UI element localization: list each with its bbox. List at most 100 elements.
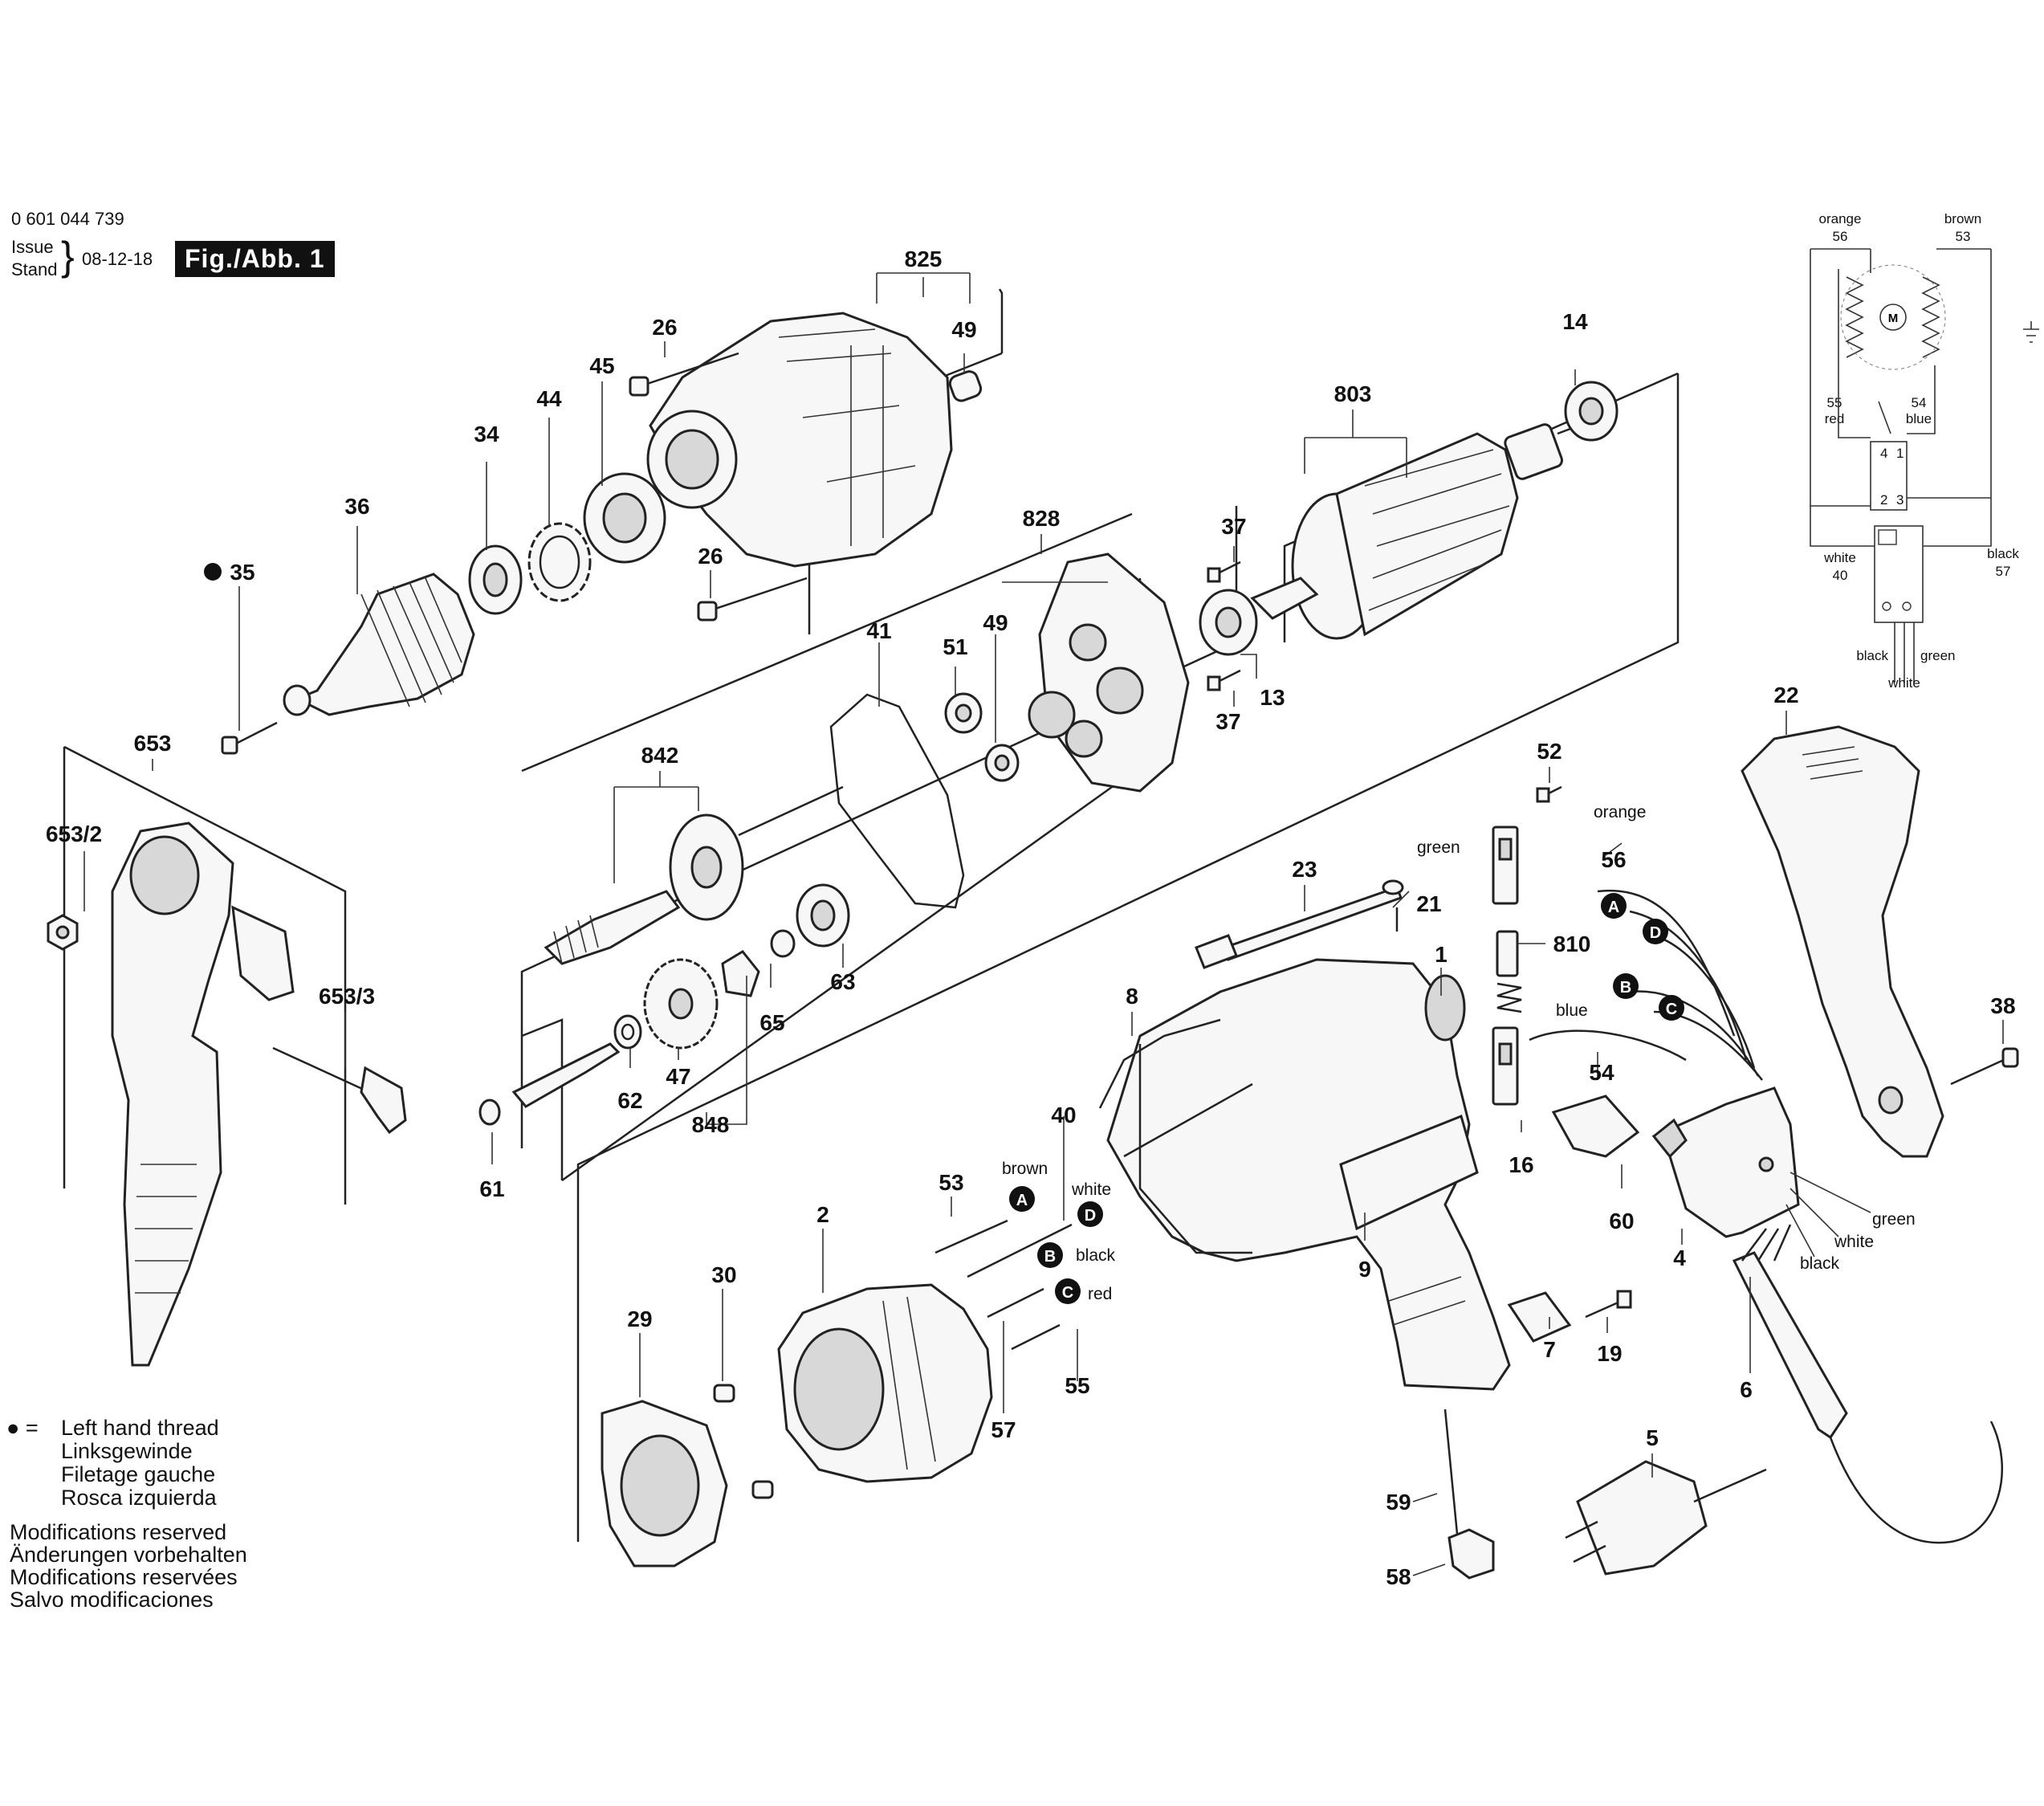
label-828: 828 (1023, 506, 1061, 531)
label-59: 59 (1386, 1490, 1411, 1515)
pin-30-a (713, 1384, 735, 1403)
connector-markers: A D B C A D B C (1009, 893, 1684, 1304)
pinion-shaft (511, 1042, 621, 1108)
label-58: 58 (1386, 1564, 1411, 1589)
power-cord (1829, 1421, 2003, 1544)
schem-56: 56 (1833, 229, 1848, 244)
label-842: 842 (641, 743, 679, 768)
spindle-842 (544, 785, 844, 965)
screw-35 (204, 563, 278, 755)
wire-label-white: white (1071, 1180, 1111, 1199)
svg-text:D: D (1085, 1207, 1096, 1225)
schem-bottom-green: green (1920, 648, 1955, 663)
screw-52 (1536, 785, 1562, 803)
connector-c-switch: C (1659, 995, 1684, 1021)
wire-label-orange: orange (1594, 803, 1646, 821)
motor-housing-1 (1106, 958, 1511, 1391)
schem-black: black (1987, 546, 2019, 561)
screw-37-a (1207, 561, 1241, 583)
label-49-top: 49 (951, 317, 976, 342)
wire-label-red: red (1088, 1285, 1112, 1303)
label-13: 13 (1260, 685, 1285, 710)
washer-65 (770, 929, 796, 958)
header-brace: } (61, 234, 75, 279)
lock-plate (721, 950, 760, 997)
schem-t4: 4 (1880, 446, 1887, 461)
schem-54: 54 (1912, 395, 1927, 410)
label-56: 56 (1601, 847, 1626, 872)
legend-left-hand-thread: Left hand thread Linksgewinde Filetage g… (61, 1416, 219, 1510)
label-41: 41 (866, 618, 891, 643)
bearing-45 (583, 472, 666, 564)
baffle-ring-29 (601, 1400, 728, 1568)
bearing-13 (1199, 589, 1258, 656)
schem-blue: blue (1906, 411, 1932, 426)
switch-wiring (1529, 889, 1792, 1262)
plug-5 (1565, 1460, 1767, 1576)
legend-symbol: ● = (6, 1416, 39, 1440)
label-810: 810 (1553, 932, 1591, 956)
retaining-ring-44 (527, 522, 592, 602)
label-22: 22 (1773, 683, 1798, 707)
wire-label-black-switch: black (1800, 1254, 1840, 1273)
label-848: 848 (692, 1112, 730, 1137)
connector-b-switch: B (1613, 973, 1639, 999)
label-26-top: 26 (652, 315, 677, 340)
svg-text:C: C (1062, 1284, 1073, 1302)
schem-57: 57 (1996, 564, 2011, 579)
label-34: 34 (474, 422, 499, 446)
part-labels: 825 49 26 45 44 34 36 35 26 14 803 37 13… (46, 247, 2016, 1589)
bushing-51 (944, 692, 983, 734)
label-54: 54 (1589, 1060, 1614, 1085)
handle-half-22 (1741, 725, 1944, 1158)
label-52: 52 (1537, 739, 1562, 764)
label-37-top: 37 (1221, 514, 1246, 539)
carbon-brush-810 (1496, 930, 1522, 1013)
terminal-40 (967, 1223, 1073, 1278)
schem-40: 40 (1833, 568, 1848, 583)
svg-text:A: A (1608, 899, 1619, 916)
label-21: 21 (1416, 891, 1441, 916)
brush-holder-16 (1492, 1026, 1519, 1106)
schem-bottom-white: white (1887, 675, 1920, 691)
clamp-bolt-653-3 (272, 1046, 407, 1135)
label-14: 14 (1562, 309, 1588, 334)
screw-37-b (1207, 669, 1241, 691)
cable-clamp-7 (1507, 1291, 1572, 1343)
schem-bottom-black: black (1856, 648, 1888, 663)
label-60: 60 (1609, 1209, 1634, 1233)
issue-label: Issue (11, 237, 54, 257)
schem-t1: 1 (1896, 446, 1904, 461)
svg-text:D: D (1650, 924, 1661, 942)
schem-t2: 2 (1880, 492, 1887, 508)
wire-label-green-switch: green (1872, 1210, 1916, 1229)
issue-date: 08-12-18 (82, 249, 153, 269)
auxiliary-handle-653 (111, 821, 295, 1367)
schem-55: 55 (1827, 395, 1842, 410)
schem-brown: brown (1944, 211, 1981, 226)
label-57: 57 (991, 1417, 1016, 1442)
brush-holder-top (1492, 826, 1519, 905)
screw-26-top (629, 352, 739, 397)
label-45: 45 (589, 353, 614, 378)
label-19: 19 (1597, 1341, 1622, 1366)
connector-a-switch: A (1601, 893, 1627, 919)
screw-26-bottom (697, 577, 808, 622)
svg-text:B: B (1044, 1248, 1056, 1266)
switch-4 (1651, 1086, 1800, 1238)
modifications-note: Modifications reserved Änderungen vorbeh… (10, 1520, 247, 1612)
label-63: 63 (830, 969, 855, 994)
connector-c-coil: C (1055, 1278, 1081, 1304)
cover-plate-60 (1551, 1095, 1640, 1158)
cord-sleeve-6 (1732, 1251, 1848, 1440)
label-38: 38 (1990, 993, 2015, 1018)
wire-label-white-switch: white (1834, 1233, 1874, 1251)
label-44: 44 (536, 386, 562, 411)
gear-47 (643, 958, 719, 1050)
connector-d-switch: D (1643, 919, 1668, 944)
label-803: 803 (1334, 381, 1372, 406)
wire-label-green-top: green (1417, 838, 1460, 857)
label-26-bottom: 26 (698, 544, 723, 569)
